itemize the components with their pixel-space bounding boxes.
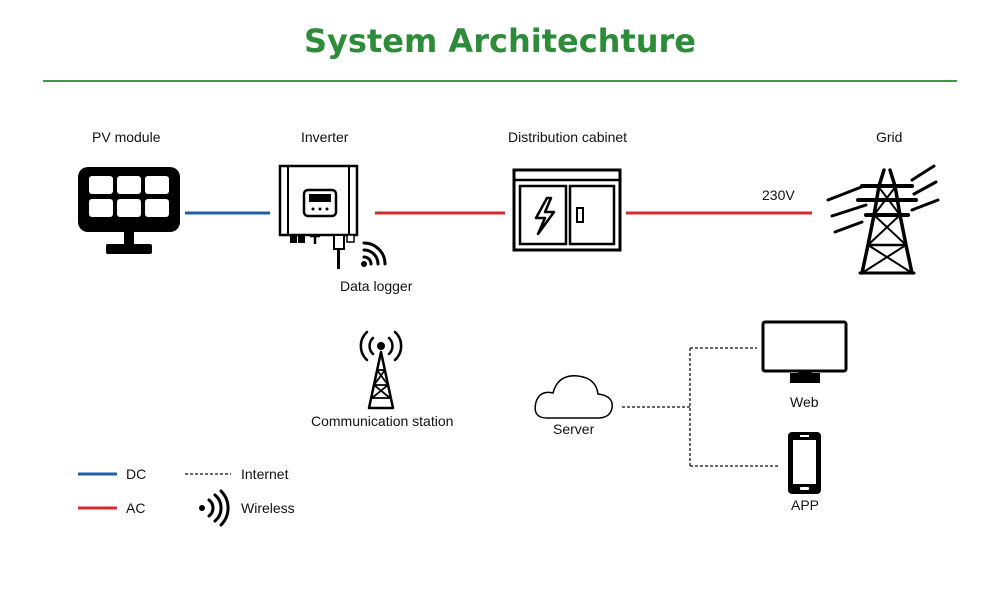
title-divider [43,80,957,82]
legend-wireless-label: Wireless [241,500,295,516]
legend-dc-label: DC [126,466,147,482]
label-distribution-cabinet: Distribution cabinet [508,129,628,145]
label-pv-module: PV module [92,129,161,145]
label-inverter: Inverter [301,129,349,145]
legend-ac-label: AC [126,500,146,516]
label-grid: Grid [876,129,903,145]
monitor-icon [761,320,848,383]
label-app: APP [791,497,820,513]
inverter-icon [278,164,359,269]
antenna-tower-icon [359,330,403,410]
label-web: Web [790,394,819,410]
label-server: Server [553,421,595,437]
lightning-icon [534,196,556,236]
label-grid-voltage: 230V [762,187,795,203]
label-data-logger: Data logger [340,278,413,294]
legend-internet-label: Internet [241,466,289,482]
cloud-icon [534,375,613,419]
power-tower-icon [826,164,940,275]
cabinet-icon [512,168,622,252]
internet-link-lines [622,347,780,467]
page-title: System Architechture [303,22,696,60]
solar-panel-icon [78,167,180,254]
smartphone-icon [788,432,821,494]
legend-wireless-icon [199,489,230,527]
wifi-icon [361,241,387,267]
label-communication-station: Communication station [311,413,454,429]
